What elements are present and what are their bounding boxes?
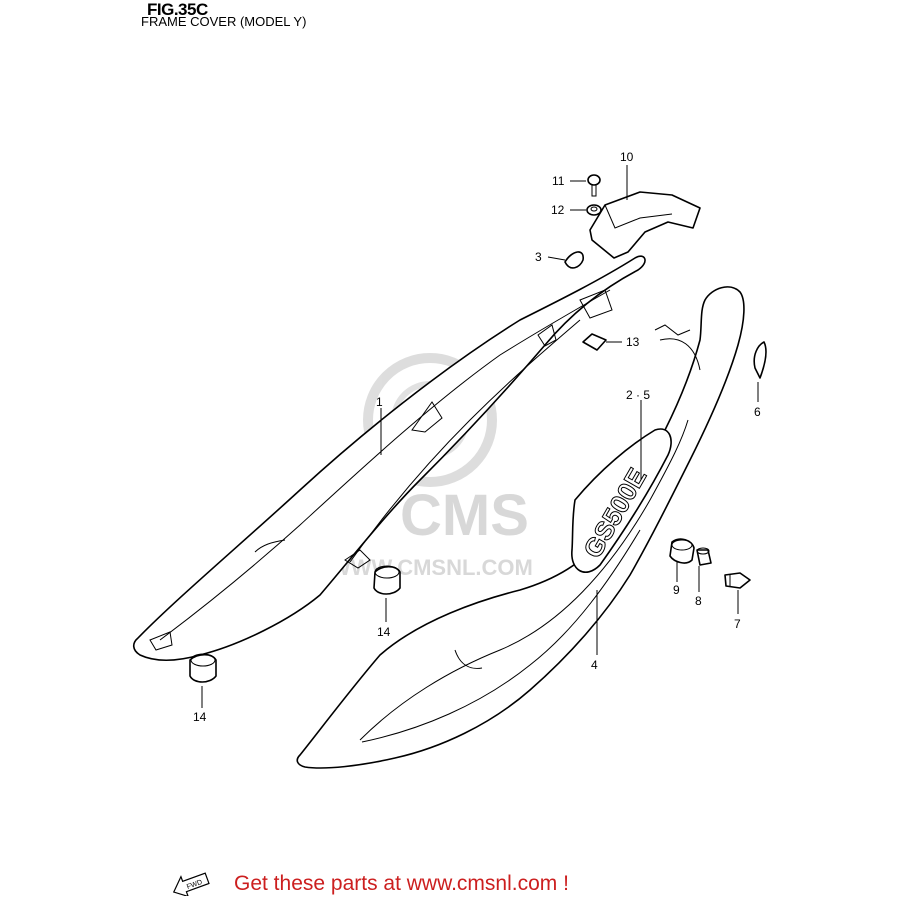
callout-1: 1 [376, 395, 383, 409]
callout-12: 12 [551, 203, 565, 217]
part-8-collar [696, 547, 712, 566]
callout-14-lower: 14 [193, 710, 207, 724]
callout-13: 13 [626, 335, 640, 349]
figure-title: FIG.35C [147, 0, 208, 19]
callout-8: 8 [695, 594, 702, 608]
callout-10: 10 [620, 150, 634, 164]
callouts: 1 2 · 5 3 4 6 7 8 9 10 11 12 13 14 14 [193, 150, 761, 724]
part-7-bolt [724, 572, 751, 589]
part-4-right-frame-cover [296, 286, 745, 769]
part-12-grommet [586, 204, 602, 216]
part-6-mark [753, 341, 767, 379]
part-1-left-frame-cover [132, 255, 646, 662]
part-11-screw [587, 174, 601, 197]
figure-subtitle: FRAME COVER (MODEL Y) [141, 14, 307, 29]
part-10-bracket [589, 191, 701, 259]
callout-11: 11 [552, 174, 565, 188]
part-3-clip [564, 251, 584, 269]
watermark-brand: CMS [400, 483, 529, 548]
watermark-url: WWW.CMSNL.COM [330, 555, 533, 580]
callout-14-upper: 14 [377, 625, 391, 639]
callout-6: 6 [754, 405, 761, 419]
part-13-nut [582, 333, 607, 351]
part-9-cushion [669, 538, 695, 564]
part-14-cushion-lower [189, 653, 217, 683]
leader-lines [201, 165, 759, 708]
callout-4: 4 [591, 658, 598, 672]
fwd-arrow-icon: FWD [172, 872, 210, 896]
part-14-cushion-upper [373, 565, 401, 595]
callout-9: 9 [673, 583, 680, 597]
callout-3: 3 [535, 250, 542, 264]
footer-link[interactable]: Get these parts at www.cmsnl.com ! [234, 872, 569, 895]
callout-7: 7 [734, 617, 741, 631]
callout-2-5: 2 · 5 [626, 388, 650, 402]
